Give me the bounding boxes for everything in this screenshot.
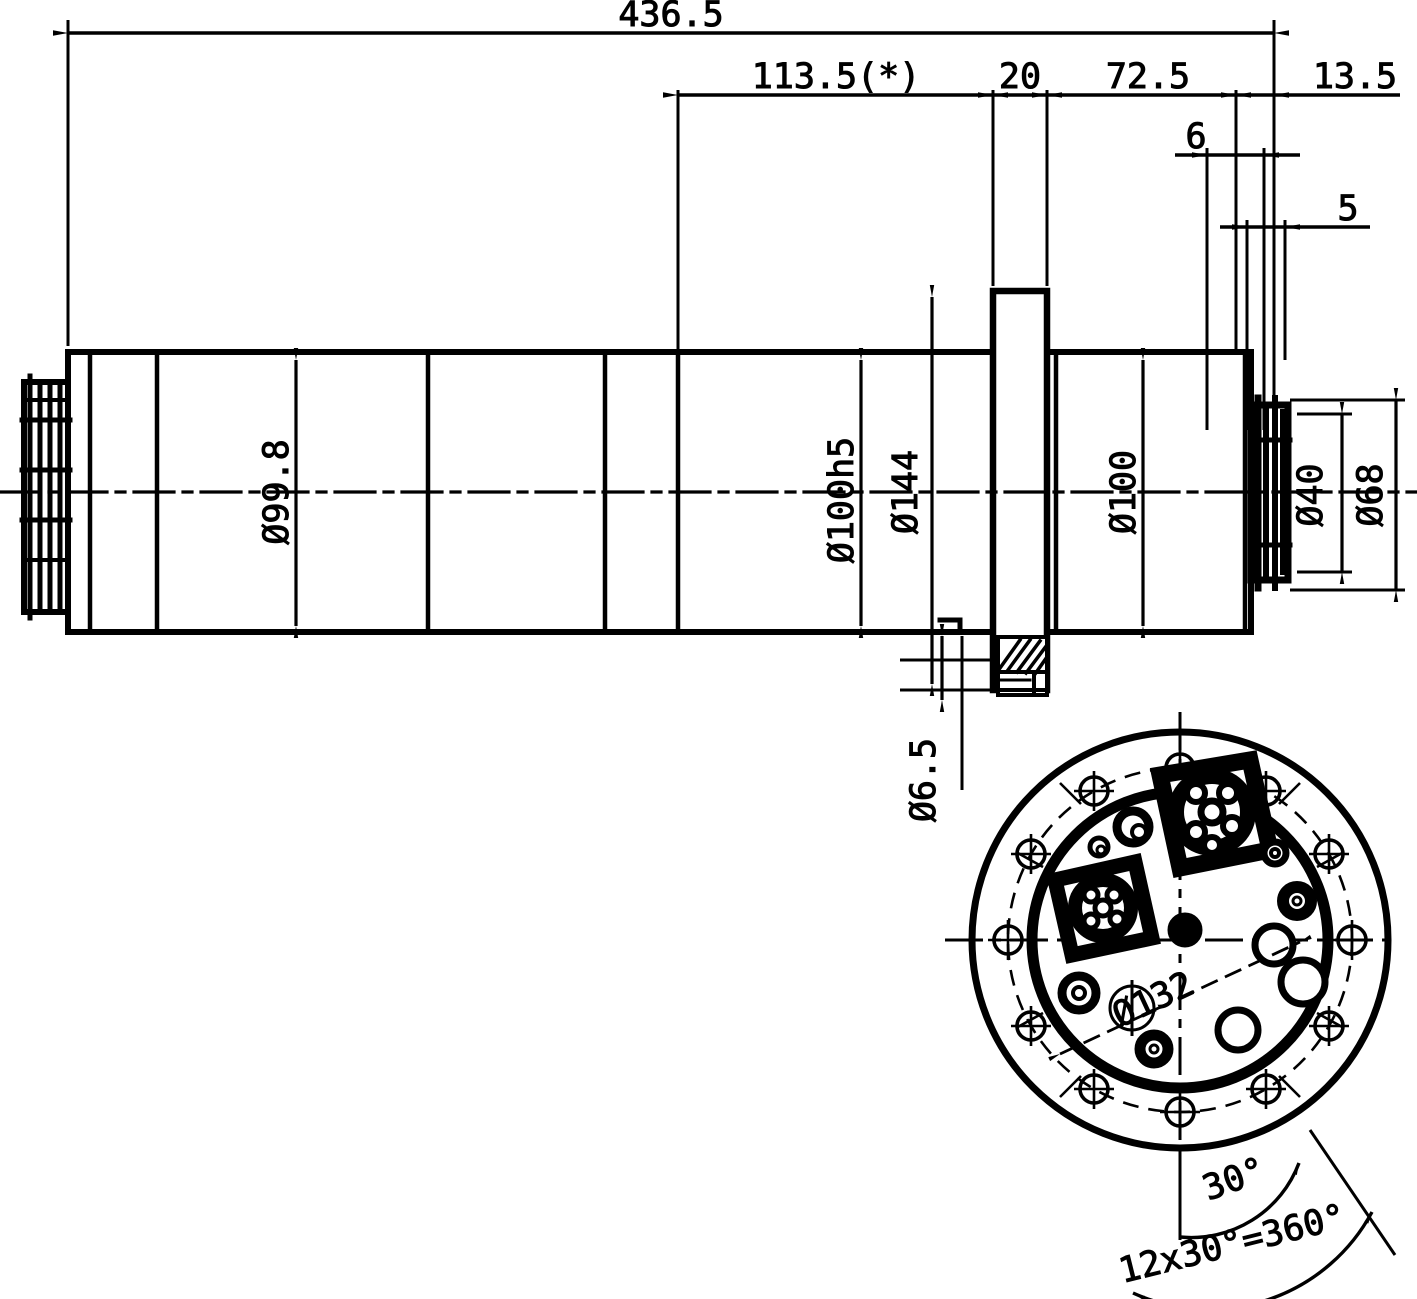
bolt-hole (1246, 1069, 1286, 1109)
dim-shaft-nose: Ø40 (1291, 402, 1352, 584)
arc-360deg (1132, 1211, 1374, 1299)
face-bore (1214, 1006, 1262, 1054)
center-pin (1167, 912, 1203, 948)
dim-label-bolt-circle: Ø132 (1107, 964, 1200, 1036)
dim-label-shaft-nose: Ø40 (1291, 463, 1331, 526)
end-face-view-group: Ø132 30° 12x30°=360° (945, 712, 1400, 1299)
bolt-hole (1074, 1069, 1114, 1109)
dim-rear-body: Ø100 (1104, 348, 1146, 638)
dim-label-72-5: 72.5 (1106, 57, 1190, 97)
dim-flange: Ø144 (886, 285, 935, 696)
dim-label-overall: 436.5 (618, 0, 723, 35)
dim-label-body-outer: Ø99.8 (257, 439, 297, 544)
face-bore (1251, 922, 1297, 968)
extension-lines (66, 20, 1287, 430)
dim-label-6: 6 (1185, 117, 1206, 157)
dim-label-5: 5 (1337, 189, 1358, 229)
bolt-hole (1074, 771, 1114, 811)
dim-20: 20 (978, 57, 1062, 98)
face-connectors (1046, 750, 1281, 964)
dim-shaft-collar: Ø68 (1290, 388, 1405, 602)
dim-label-113-5: 113.5(*) (752, 57, 921, 97)
side-view-group (0, 287, 1417, 697)
dim-label-flange: Ø144 (886, 450, 926, 534)
dim-13_5: 13.5 (1221, 57, 1400, 98)
face-bore (1277, 956, 1329, 1008)
shaft-nose-assembly (1247, 394, 1293, 592)
angular-dimension-block: 30° 12x30°=360° (1115, 1129, 1397, 1299)
dim-label-30-deg: 30° (1198, 1150, 1271, 1209)
dim-113_5: 113.5(*) (663, 57, 1008, 98)
dim-label-13-5: 13.5 (1313, 57, 1397, 97)
radial-tick-marks (1015, 782, 1345, 1098)
dim-5: 5 (1220, 189, 1370, 230)
dim-body-outer: Ø99.8 (257, 348, 299, 638)
diameter-dimension-block: Ø99.8 Ø100h5 Ø144 Ø100 Ø40 (257, 285, 1405, 823)
connector-large (1149, 750, 1281, 878)
bolt-hole (988, 920, 1028, 960)
connector-small (1046, 853, 1161, 964)
bolt-hole (1332, 920, 1372, 960)
dim-label-shaft-collar: Ø68 (1351, 463, 1391, 526)
top-dimension-block: 436.5 113.5(*) 20 72.5 13.5 6 (53, 0, 1400, 430)
mounting-flange (937, 287, 1051, 697)
dim-6: 6 (1175, 117, 1300, 158)
bolt-hole (1160, 1092, 1200, 1132)
dim-label-rear-body: Ø100 (1104, 450, 1144, 534)
dim-overall-length: 436.5 (53, 0, 1289, 36)
dim-label-mounting-hole: Ø6.5 (904, 738, 944, 822)
dim-label-bearing-seat: Ø100h5 (822, 437, 862, 563)
dim-72_5: 72.5 (1032, 57, 1251, 98)
dim-bearing-seat: Ø100h5 (822, 348, 864, 638)
dim-label-20: 20 (999, 57, 1041, 97)
dim-mounting-hole: Ø6.5 (900, 624, 1000, 823)
rear-connector-assembly (19, 359, 73, 635)
